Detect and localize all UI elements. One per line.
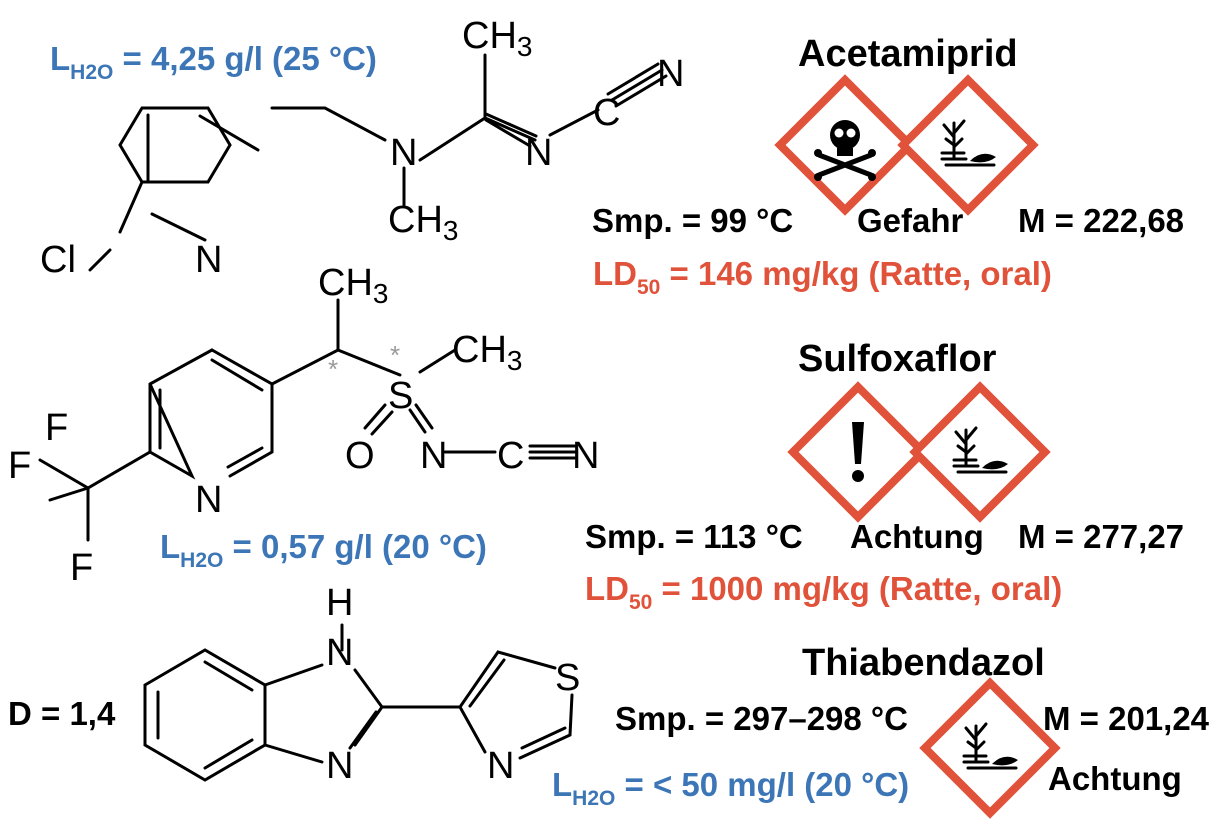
- stereo-mark-c: *: [328, 354, 338, 384]
- sulfoxaflor-signal-word: Achtung: [850, 518, 984, 555]
- sulfoxaflor-structure: F F F N S O N C N CH3 CH3 * *: [8, 262, 599, 589]
- atom-f3: F: [70, 547, 93, 589]
- acetamiprid-signal-word: Gefahr: [857, 202, 964, 239]
- ghs-environment-icon-1: [897, 74, 1039, 216]
- atom-n-ring: N: [195, 479, 222, 521]
- atom-n-amine: N: [390, 132, 417, 174]
- sulfoxaflor-melting-point: Smp. = 113 °C: [585, 518, 803, 555]
- stereo-mark-s: *: [390, 340, 400, 370]
- thiabendazol-solubility: LH2O = < 50 mg/l (20 °C): [552, 766, 910, 810]
- thiabendazol-structure: H N N S N: [143, 582, 580, 787]
- acetamiprid-melting-point: Smp. = 99 °C: [592, 202, 794, 239]
- ghs-environment-icon-3: [919, 677, 1061, 819]
- atom-o: O: [345, 435, 375, 477]
- atom-cl: Cl: [40, 239, 76, 281]
- thiabendazol-distribution: D = 1,4: [8, 695, 116, 732]
- atom-f1: F: [45, 407, 68, 449]
- thiabendazol-name: Thiabendazol: [802, 642, 1045, 684]
- atom-ch3-top: CH3: [462, 15, 532, 62]
- atom-h: H: [326, 582, 353, 624]
- atom-f2: F: [8, 445, 31, 487]
- sulfoxaflor-ld50: LD50 = 1000 mg/kg (Ratte, oral): [585, 570, 1063, 614]
- atom-n-top: N: [326, 632, 353, 674]
- atom-ch3-bottom: CH3: [388, 199, 458, 246]
- atom-n-bottom: N: [326, 745, 353, 787]
- atom-n-nitrile: N: [572, 435, 599, 477]
- atom-c-nitrile: C: [497, 435, 524, 477]
- atom-s: S: [388, 375, 413, 417]
- sulfoxaflor-molar-mass: M = 277,27: [1018, 518, 1185, 555]
- thiabendazol-melting-point: Smp. = 297–298 °C: [615, 700, 908, 737]
- acetamiprid-ld50: LD50 = 146 mg/kg (Ratte, oral): [593, 255, 1052, 299]
- atom-s: S: [555, 657, 580, 699]
- thiabendazol-signal-word: Achtung: [1048, 760, 1182, 797]
- atom-ch3-right: CH3: [452, 329, 522, 376]
- atom-n-thiazole: N: [487, 745, 514, 787]
- atom-n-ring: N: [195, 239, 222, 281]
- atom-n-imine: N: [420, 435, 447, 477]
- acetamiprid-name: Acetamiprid: [798, 33, 1018, 75]
- atom-n-nitrile: N: [657, 53, 684, 95]
- ghs-exclamation-icon: [787, 381, 929, 523]
- atom-ch3-top: CH3: [318, 262, 388, 309]
- sulfoxaflor-name: Sulfoxaflor: [798, 338, 997, 380]
- ghs-skull-crossbones-icon: [774, 74, 916, 216]
- acetamiprid-solubility: LH2O = 4,25 g/l (25 °C): [50, 40, 377, 84]
- atom-n-imine: N: [525, 132, 552, 174]
- atom-c-nitrile: C: [593, 92, 620, 134]
- acetamiprid-molar-mass: M = 222,68: [1018, 202, 1185, 239]
- ghs-environment-icon-2: [909, 381, 1051, 523]
- thiabendazol-molar-mass: M = 201,24: [1043, 700, 1210, 737]
- sulfoxaflor-solubility: LH2O = 0,57 g/l (20 °C): [160, 528, 487, 572]
